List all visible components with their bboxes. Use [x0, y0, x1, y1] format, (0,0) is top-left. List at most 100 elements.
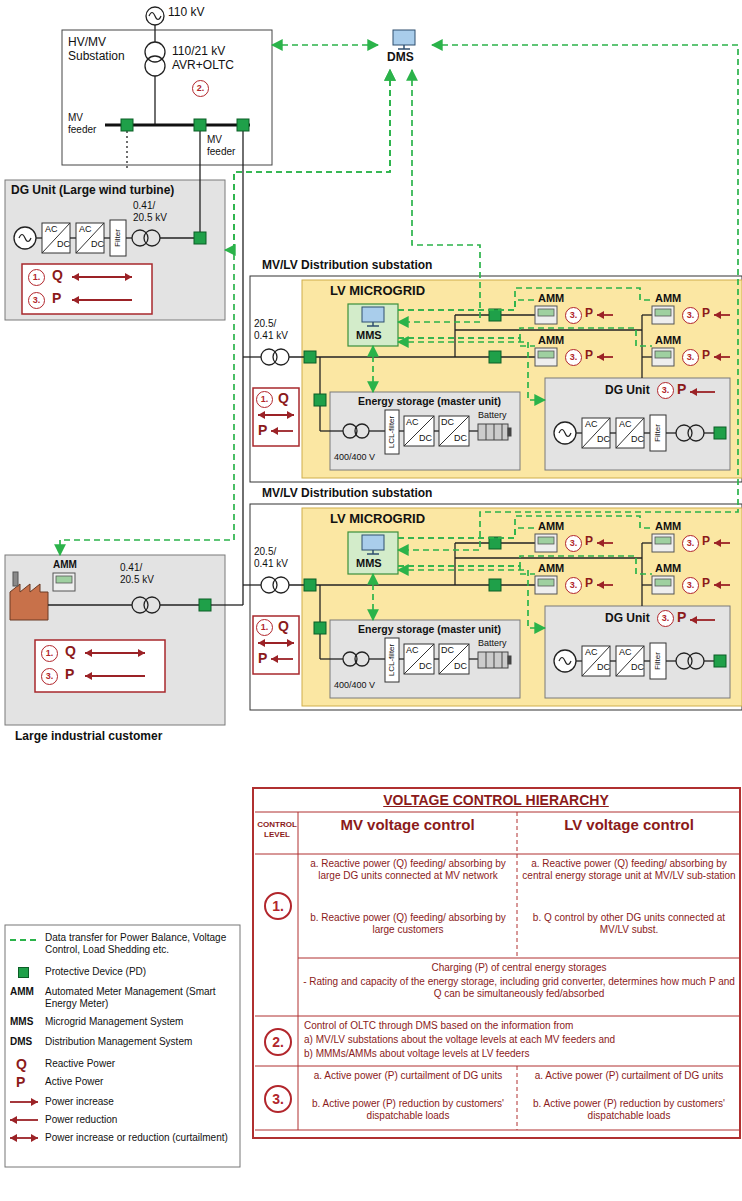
- computer-icon: [362, 307, 384, 322]
- smart-meter-icon: [53, 573, 75, 591]
- callout-number: 1.: [264, 892, 292, 920]
- data-link: [398, 516, 652, 538]
- data-link: [272, 44, 378, 46]
- wire: [72, 276, 132, 278]
- label-text: AMM: [655, 334, 681, 347]
- wire: [369, 658, 385, 659]
- arrow-head: [258, 639, 265, 647]
- arrow-head: [597, 353, 604, 361]
- quantity-symbol: Q: [16, 1056, 27, 1073]
- wire: [398, 48, 410, 50]
- label-text: AMM: [655, 292, 681, 305]
- wire: [255, 812, 739, 813]
- wire: [104, 237, 110, 238]
- table-cell: b. Reactive power (Q) feeding/ absorbing…: [302, 912, 514, 936]
- data-link: [372, 574, 374, 620]
- generator-symbol: [554, 422, 576, 444]
- wire: [610, 432, 616, 433]
- smart-meter-icon: [652, 306, 674, 324]
- sine-wave: [559, 658, 571, 665]
- callout-number: 3.: [657, 382, 674, 399]
- filter-label: LCL-filter: [387, 416, 397, 448]
- converter-box: [439, 416, 469, 446]
- label-text: VOLTAGE CONTROL HIERARCHY: [256, 792, 736, 809]
- wire: [298, 812, 299, 1130]
- legend-text: Distribution Management System: [45, 1036, 231, 1048]
- quantity-symbol: P: [65, 666, 74, 683]
- callout-number: 3.: [565, 535, 582, 552]
- label-text: HV/MV Substation: [68, 35, 140, 64]
- quantity-symbol: P: [677, 609, 686, 626]
- arrow-head: [72, 296, 79, 304]
- quantity-symbol: P: [702, 534, 710, 548]
- label-text: AMM: [538, 520, 564, 533]
- label-text: MMS: [10, 1016, 33, 1028]
- meter-display: [538, 309, 554, 316]
- wire: [320, 658, 330, 659]
- wire: [704, 660, 714, 661]
- protective-device: [194, 119, 206, 131]
- transformer-symbol: [144, 230, 160, 246]
- label-text: DMS: [387, 50, 414, 64]
- quantity-symbol: P: [258, 422, 267, 439]
- arrow-head: [597, 581, 604, 589]
- protective-device: [314, 394, 326, 406]
- arrow-head: [690, 616, 697, 624]
- label-text: LV MICROGRID: [330, 511, 425, 527]
- protective-device: [304, 579, 316, 591]
- label-text: MV feeder: [207, 134, 247, 158]
- data-link: [225, 70, 390, 250]
- quantity-symbol: Q: [278, 618, 289, 635]
- legend-text: Active Power: [45, 1076, 231, 1088]
- wire: [255, 1016, 739, 1017]
- wire: [85, 652, 145, 654]
- battery-icon: [478, 652, 508, 668]
- meter-display: [655, 579, 671, 586]
- wire: [243, 356, 261, 357]
- table-cell: MV voltage control: [300, 816, 515, 833]
- quantity-symbol: P: [16, 1074, 25, 1091]
- wire: [517, 812, 518, 958]
- legend-swatch: [18, 967, 29, 978]
- unit-box: AMMLarge industrial customer1.Q3.P: [5, 555, 225, 725]
- table-cell: LV voltage control: [520, 816, 738, 833]
- wire: [369, 430, 385, 431]
- converter-label: AC: [406, 417, 419, 428]
- legend-text: Microgrid Management System: [45, 1016, 231, 1028]
- converter-box: [42, 223, 70, 253]
- label-text: MMS: [356, 329, 382, 342]
- wire: [242, 131, 243, 605]
- wire: [616, 646, 644, 676]
- wire: [704, 432, 714, 433]
- legend-box: [5, 925, 240, 1167]
- meter-display: [655, 309, 671, 316]
- label-text: DG Unit (Large wind turbine): [11, 183, 174, 197]
- converter-label: DC: [441, 417, 454, 428]
- wire: [576, 432, 582, 433]
- legend-text: Automated Meter Management (Smart Energy…: [45, 986, 231, 1010]
- wire: [154, 25, 155, 42]
- callout-number: 1.: [256, 391, 273, 408]
- wire: [439, 416, 469, 446]
- arrow-head: [597, 539, 604, 547]
- arrow-head: [287, 639, 294, 647]
- control-callout-box: 1.Q3.P: [22, 264, 152, 314]
- wire: [455, 557, 642, 558]
- table-cell: a. Reactive power (Q) feeding/ absorbing…: [302, 858, 514, 882]
- lcl-filter-box: [385, 638, 399, 682]
- wire: [502, 424, 503, 440]
- meter-display: [655, 537, 671, 544]
- label-text: Energy storage (master unit): [358, 623, 501, 636]
- label-text: AMM: [538, 292, 564, 305]
- converter-box: [404, 416, 434, 446]
- callout-number: 3.: [682, 349, 699, 366]
- converter-label: AC: [45, 224, 58, 235]
- voltage-rating: 0.41/ 20.5 kV: [120, 562, 160, 586]
- unit-box: DG Unit3.P: [545, 606, 730, 698]
- wire: [70, 237, 76, 238]
- substation-box-outline: [250, 276, 742, 482]
- quantity-symbol: P: [585, 348, 593, 362]
- wire: [367, 553, 379, 555]
- wire: [486, 652, 487, 668]
- transformer-symbol: [355, 652, 369, 666]
